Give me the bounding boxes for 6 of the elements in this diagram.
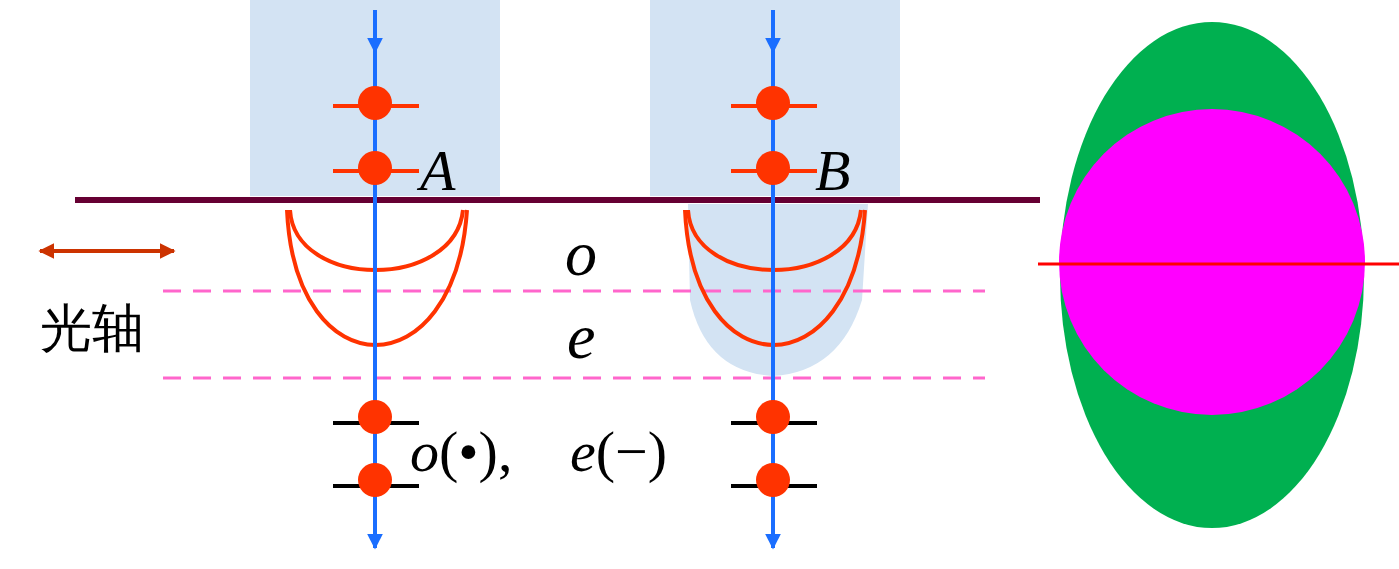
wave-label: o: [565, 222, 597, 286]
polarization-label: e(−): [570, 423, 668, 481]
wave-label: e: [567, 305, 596, 369]
optic-axis-label: 光轴: [40, 302, 144, 354]
polarization-label: o(•),: [410, 423, 513, 481]
point-label: B: [815, 142, 851, 200]
